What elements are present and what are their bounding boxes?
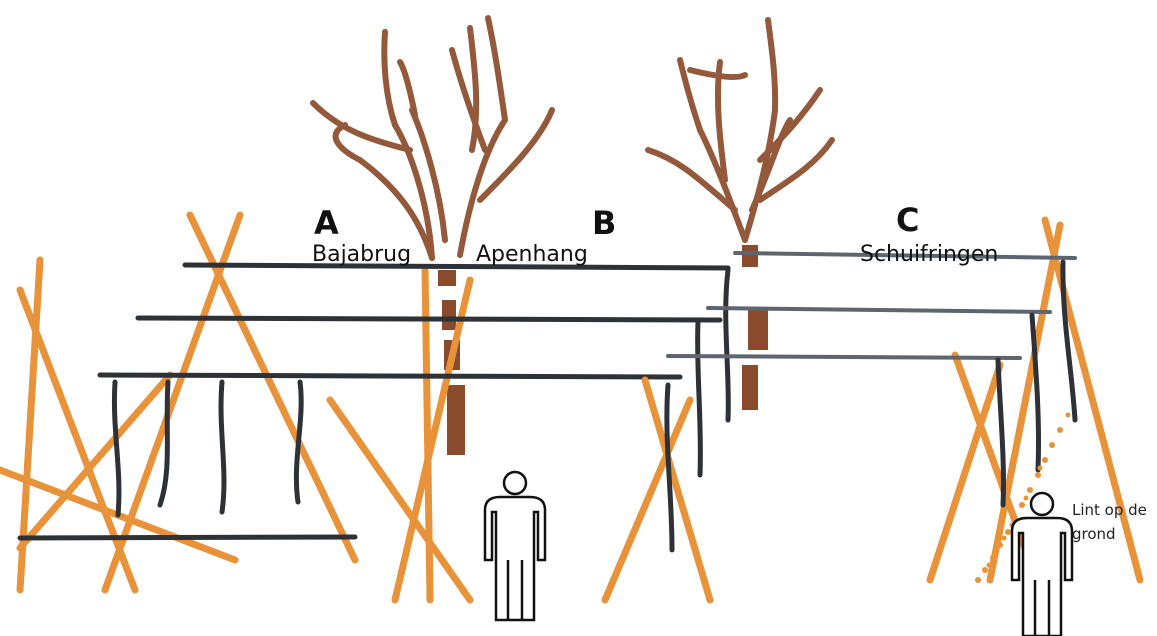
- station-c-name: Schuifringen: [860, 242, 998, 267]
- station-a-name: Bajabrug: [312, 242, 411, 267]
- person-icon-center: [485, 472, 545, 620]
- station-a-frame: [0, 215, 680, 600]
- ribbon-note-line1: Lint op de: [1072, 501, 1147, 519]
- ribbon-note-line2: grond: [1072, 525, 1116, 543]
- station-a-letter: A: [314, 204, 339, 242]
- station-c-letter: C: [896, 201, 919, 239]
- station-b-letter: B: [592, 204, 616, 242]
- tree-right: [648, 20, 832, 410]
- person-icon-right: [1012, 493, 1072, 636]
- tree-left: [313, 18, 552, 455]
- station-b-name: Apenhang: [476, 242, 588, 267]
